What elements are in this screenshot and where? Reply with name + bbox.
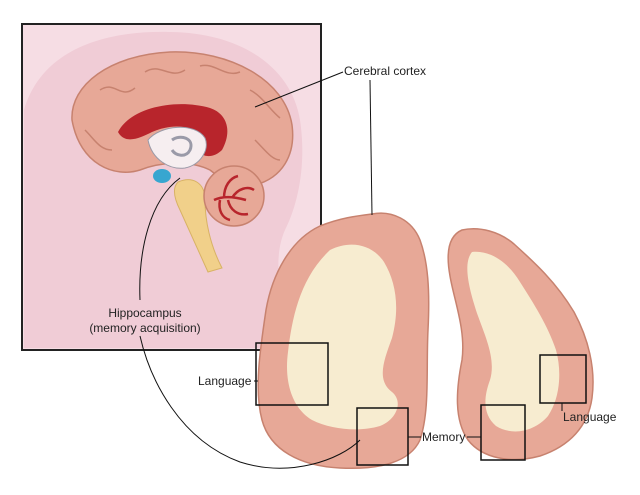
white-matter-left	[287, 244, 398, 430]
hippocampus-blob	[153, 169, 171, 183]
brainstem	[173, 179, 223, 273]
language-box-right	[539, 354, 587, 404]
label-hippocampus: Hippocampus	[108, 306, 182, 320]
face-profile	[24, 150, 120, 348]
white-matter-right	[467, 251, 560, 432]
ventricle	[147, 126, 207, 169]
label-cerebral-cortex: Cerebral cortex	[344, 64, 427, 78]
language-box-left	[255, 342, 329, 406]
label-language-left: Language	[198, 374, 252, 388]
cerebellum-arbor	[213, 174, 255, 222]
memory-box-right	[480, 404, 526, 461]
label-hippocampus-subtitle: (memory acquisition)	[89, 321, 201, 335]
leader-lines	[139, 71, 563, 469]
thalamus-curl	[170, 135, 193, 157]
label-memory: Memory	[422, 430, 466, 444]
label-language-right: Language	[563, 410, 617, 424]
